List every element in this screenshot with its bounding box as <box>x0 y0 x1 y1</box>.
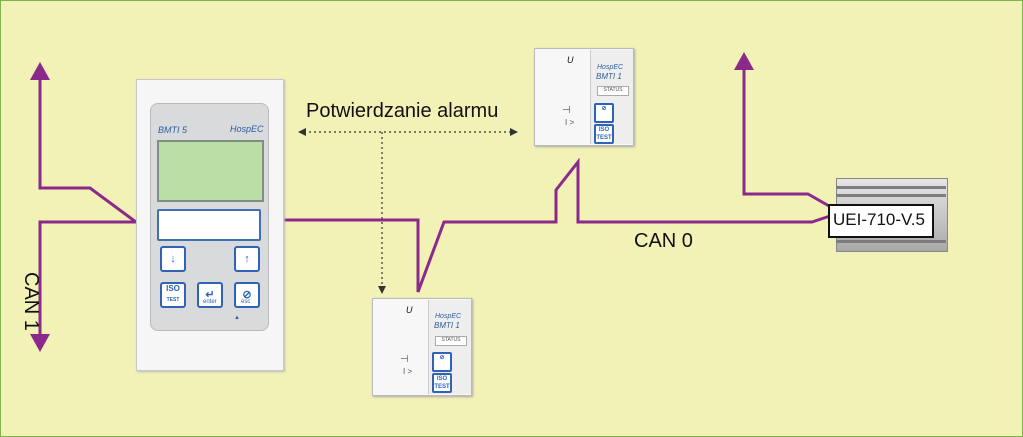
esc-label: esc <box>241 299 251 305</box>
can1-arrow-up <box>30 62 50 80</box>
bmti1-upper-status: STATUS <box>597 86 629 96</box>
bmti1-upper-iso-button[interactable]: ISO TEST <box>594 124 614 144</box>
bmti5-model-text: BMTI 5 <box>158 125 188 135</box>
can1-label: CAN 1 <box>20 272 42 331</box>
bmti1-upper-symbol-text: I > <box>565 118 575 127</box>
can1-arrow-down <box>30 334 50 352</box>
can0-bus-line <box>282 157 837 293</box>
can0-label: CAN 0 <box>634 230 693 252</box>
bmti1-upper-u-text: U <box>567 55 574 65</box>
bmti1-upper-brand: HospEC <box>597 64 624 71</box>
alarm-arrow-down <box>378 286 386 294</box>
up-arrow-button[interactable]: ↑ <box>234 246 260 272</box>
iso-test-button[interactable]: ISO TEST <box>160 282 186 308</box>
right-arrow-up <box>734 52 754 70</box>
enter-button[interactable]: ↵ <box>197 282 223 308</box>
bmti1-lower-u-text: U <box>406 305 413 315</box>
alarm-arrow-left <box>298 128 306 136</box>
uei-branch-line <box>742 66 837 212</box>
uei-label-box <box>828 204 934 238</box>
bmti1-lower-brand: HospEC <box>435 313 462 320</box>
bmti5-status-strip <box>157 209 261 241</box>
bmti1-lower-test-text: TEST <box>434 384 450 390</box>
bmti1-lower-iso-text: ISO <box>436 376 448 382</box>
uei-rib-3 <box>836 240 946 243</box>
can1-bus-line <box>38 70 141 345</box>
bmti1-lower-iso-button[interactable]: ISO TEST <box>432 373 452 393</box>
bmti1-upper-symbol-icon: ⊣ <box>562 105 571 116</box>
bmti1-lower-symbol-text: I > <box>403 367 413 376</box>
bmti1-lower-symbol-icon: ⊣ <box>400 354 409 365</box>
bmti1-lower-mute-button[interactable]: ⊘ <box>432 352 452 372</box>
bmti5-brand-text: HospEC <box>230 124 264 134</box>
down-arrow-button[interactable]: ↓ <box>160 246 186 272</box>
bmti1-lower-status: STATUS <box>435 336 467 346</box>
bmti1-lower-model: BMTI 1 <box>434 321 460 330</box>
alarm-label: Potwierdzanie alarmu <box>306 100 499 122</box>
uei-label: UEI-710-V.5 <box>833 210 925 229</box>
enter-label: enter <box>203 299 217 305</box>
iso-text: ISO <box>166 284 180 293</box>
test-text: TEST <box>166 297 180 303</box>
bmti1-upper-iso-text: ISO <box>598 127 610 133</box>
alarm-arrow-right <box>510 128 518 136</box>
uei-rib-1 <box>836 186 946 189</box>
bmti1-upper-model: BMTI 1 <box>596 72 622 81</box>
esc-button[interactable]: ⊘ <box>234 282 260 308</box>
uei-rib-2 <box>836 194 946 197</box>
bmti5-lcd-display <box>157 140 264 202</box>
bmti1-upper-mute-button[interactable]: ⊘ <box>594 103 614 123</box>
bmti5-logo-icon: ▲ <box>234 315 240 321</box>
bmti1-upper-test-text: TEST <box>596 135 612 141</box>
